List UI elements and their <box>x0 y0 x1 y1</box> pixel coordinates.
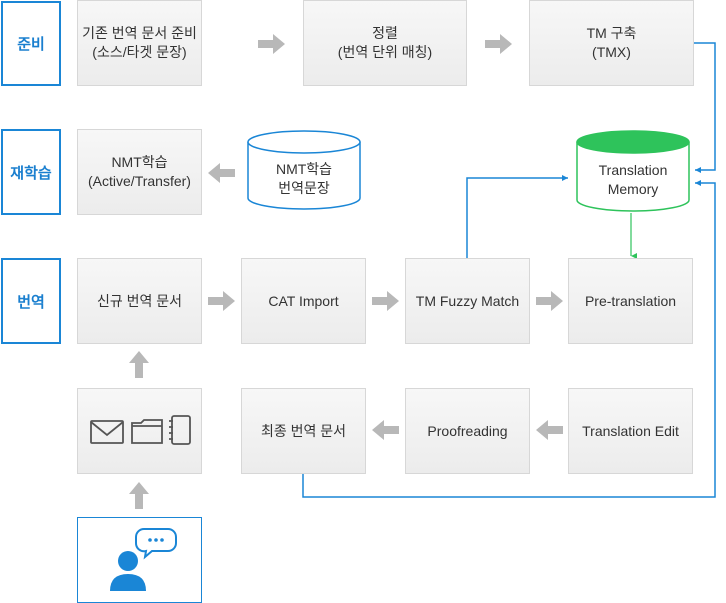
node-tm-fuzzy[interactable]: TM Fuzzy Match <box>405 258 530 344</box>
node-new-doc[interactable]: 신규 번역 문서 <box>77 258 202 344</box>
arrow-right-prepare-to-align <box>258 34 285 54</box>
translation-memory-line1: Translation <box>598 162 668 178</box>
node-align[interactable]: 정렬 (번역 단위 매칭) <box>303 0 467 86</box>
arrow-right-cat-to-fuzzy <box>372 291 399 311</box>
phase-prep: 준비 <box>1 1 61 86</box>
node-tm-build[interactable]: TM 구축 (TMX) <box>529 0 694 86</box>
node-nmt-learning[interactable]: NMT학습 (Active/Transfer) <box>77 129 202 215</box>
nmt-sentences-cylinder[interactable] <box>247 130 361 212</box>
notebook-icon <box>168 415 191 445</box>
arrow-left-edit-to-proof <box>536 420 563 440</box>
nmt-sentences-label: NMT학습 번역문장 <box>247 160 361 198</box>
node-nmt-learning-line1: NMT학습 <box>111 154 168 170</box>
node-proofreading-label: Proofreading <box>427 422 508 439</box>
phase-translate: 번역 <box>1 258 61 344</box>
nmt-sentences-line2: 번역문장 <box>278 180 330 196</box>
node-tm-build-line1: TM 구축 <box>586 25 637 41</box>
node-cat-import[interactable]: CAT Import <box>241 258 366 344</box>
node-proofreading[interactable]: Proofreading <box>405 388 530 474</box>
chat-bubble-icon <box>134 528 177 560</box>
phase-learn-label: 재학습 <box>10 164 52 182</box>
arrow-right-fuzzy-to-pre <box>536 291 563 311</box>
node-final-doc[interactable]: 최종 번역 문서 <box>241 388 366 474</box>
phase-translate-label: 번역 <box>17 293 45 311</box>
node-pre-translation[interactable]: Pre-translation <box>568 258 693 344</box>
translation-memory-line2: Memory <box>607 181 659 197</box>
phase-prep-label: 준비 <box>17 36 45 53</box>
node-translation-edit-label: Translation Edit <box>582 422 679 439</box>
node-input-sources[interactable] <box>77 388 202 474</box>
envelope-icon <box>89 420 124 444</box>
node-prepare-docs[interactable]: 기존 번역 문서 준비 (소스/타겟 문장) <box>77 0 202 86</box>
arrow-up-sources-to-new <box>129 351 149 378</box>
arrow-right-new-to-cat <box>208 291 235 311</box>
node-align-line2: (번역 단위 매칭) <box>337 44 433 60</box>
user-illustration <box>109 528 177 591</box>
translation-memory-label: Translation Memory <box>576 161 690 199</box>
node-user[interactable] <box>77 517 202 603</box>
node-tm-fuzzy-label: TM Fuzzy Match <box>415 292 520 309</box>
user-icon <box>109 551 146 591</box>
node-cat-import-label: CAT Import <box>268 292 339 309</box>
node-new-doc-label: 신규 번역 문서 <box>96 292 183 309</box>
connector-tm-build-to-memory <box>694 42 716 173</box>
arrow-right-align-to-tm <box>485 34 512 54</box>
node-nmt-learning-line2: (Active/Transfer) <box>88 173 191 189</box>
node-pre-translation-label: Pre-translation <box>584 292 677 309</box>
connector-final-to-memory <box>302 180 716 498</box>
node-align-line1: 정렬 <box>372 25 398 41</box>
folder-icon <box>130 419 163 444</box>
node-prepare-docs-line1: 기존 번역 문서 준비 <box>82 25 197 41</box>
input-sources-icons <box>89 415 191 445</box>
node-prepare-docs-line2: (소스/타겟 문장) <box>92 44 187 60</box>
arrow-left-nmt <box>208 163 235 183</box>
phase-learn: 재학습 <box>1 129 61 215</box>
node-tm-build-line2: (TMX) <box>592 44 631 60</box>
translation-memory-cylinder[interactable] <box>576 130 690 213</box>
nmt-sentences-line1: NMT학습 <box>275 161 333 177</box>
connector-fuzzy-to-memory <box>466 175 568 258</box>
arrow-left-proof-to-final <box>372 420 399 440</box>
node-translation-edit[interactable]: Translation Edit <box>568 388 693 474</box>
node-final-doc-label: 최종 번역 문서 <box>260 422 347 439</box>
arrow-up-user-to-sources <box>129 482 149 509</box>
